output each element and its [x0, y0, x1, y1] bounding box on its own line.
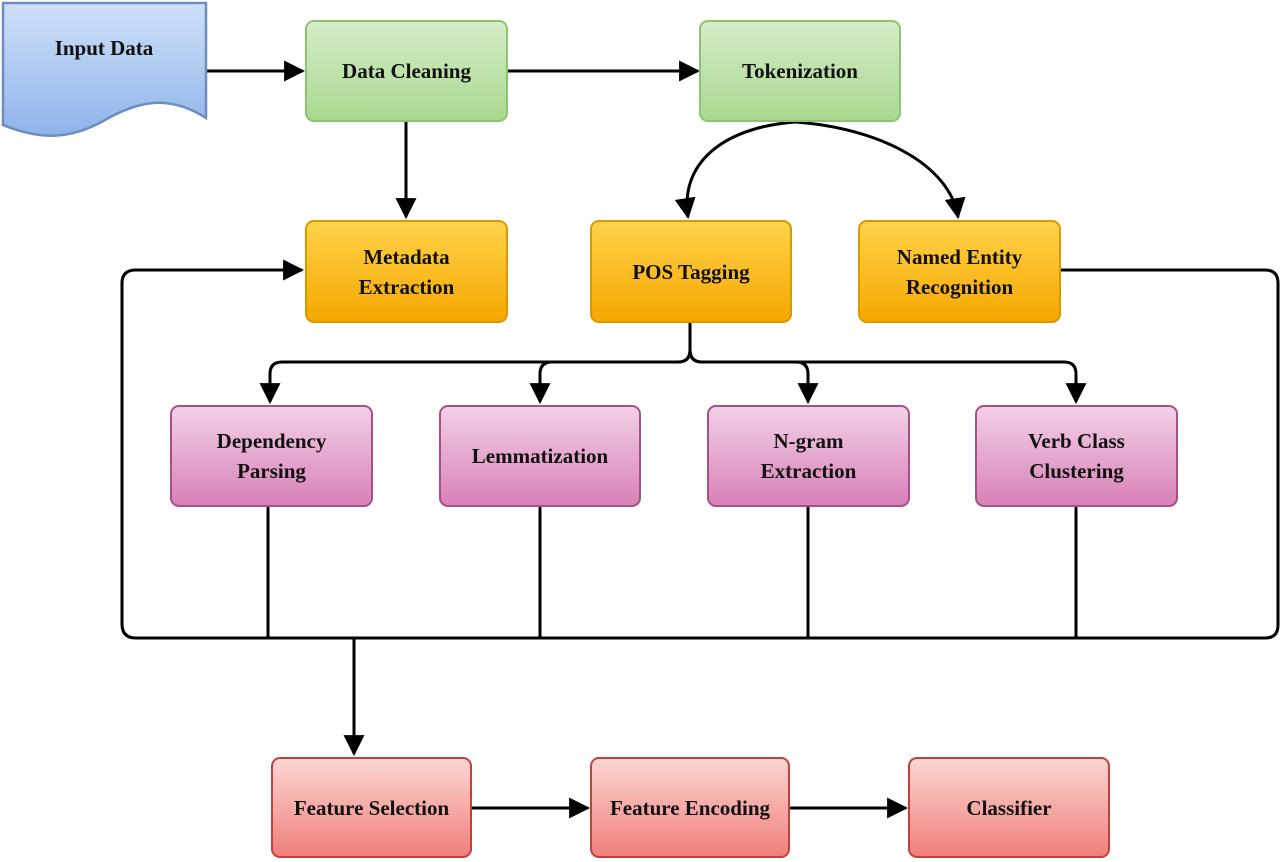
- edge-pos-to-verbclass: [688, 349, 1087, 405]
- lemmatization-node: Lemmatization: [439, 405, 641, 507]
- input-data-label: Input Data: [54, 36, 154, 60]
- ner-label-line2: Recognition: [905, 274, 1014, 299]
- feature-encoding-node: Feature Encoding: [590, 757, 790, 858]
- edge-tokenization-to-ner: [794, 120, 966, 220]
- pos-tagging-label: POS Tagging: [632, 259, 750, 284]
- edge-pos-to-ngram: [688, 349, 819, 405]
- data-cleaning-node: Data Cleaning: [305, 20, 508, 122]
- metadata-extraction-label-line2: Extraction: [358, 274, 455, 299]
- ngram-extraction-label-line2: Extraction: [760, 459, 857, 483]
- ngram-extraction-label-line1: N-gram: [773, 429, 844, 453]
- dependency-parsing-label-line1: Dependency: [216, 429, 327, 453]
- ngram-extraction-node: N-gram Extraction: [707, 405, 910, 507]
- named-entity-recognition-node: Named Entity Recognition: [858, 220, 1061, 323]
- verb-class-clustering-node: Verb Class Clustering: [975, 405, 1178, 507]
- lemmatization-label: Lemmatization: [471, 444, 609, 468]
- feature-encoding-label: Feature Encoding: [609, 795, 771, 820]
- verb-class-clustering-label-line2: Clustering: [1029, 459, 1124, 483]
- edge-pos-to-lemmatization: [529, 349, 692, 405]
- tokenization-label: Tokenization: [742, 59, 858, 83]
- feature-selection-node: Feature Selection: [271, 757, 472, 858]
- verb-class-clustering-label-line1: Verb Class: [1028, 429, 1125, 453]
- classifier-label: Classifier: [966, 795, 1052, 820]
- dependency-parsing-label-line2: Parsing: [237, 459, 306, 483]
- ner-label-line1: Named Entity: [896, 244, 1023, 269]
- metadata-extraction-label-line1: Metadata: [363, 244, 450, 269]
- edge-tokenization-to-pos: [674, 120, 796, 220]
- data-cleaning-label: Data Cleaning: [342, 59, 471, 83]
- edge-loop-to-metadata: [120, 259, 1280, 640]
- dependency-parsing-node: Dependency Parsing: [170, 405, 373, 507]
- document-shape-icon: [1, 1, 208, 137]
- classifier-node: Classifier: [908, 757, 1110, 858]
- tokenization-node: Tokenization: [699, 20, 901, 122]
- pos-tagging-node: POS Tagging: [590, 220, 792, 323]
- feature-selection-label: Feature Selection: [293, 795, 450, 820]
- metadata-extraction-node: Metadata Extraction: [305, 220, 508, 323]
